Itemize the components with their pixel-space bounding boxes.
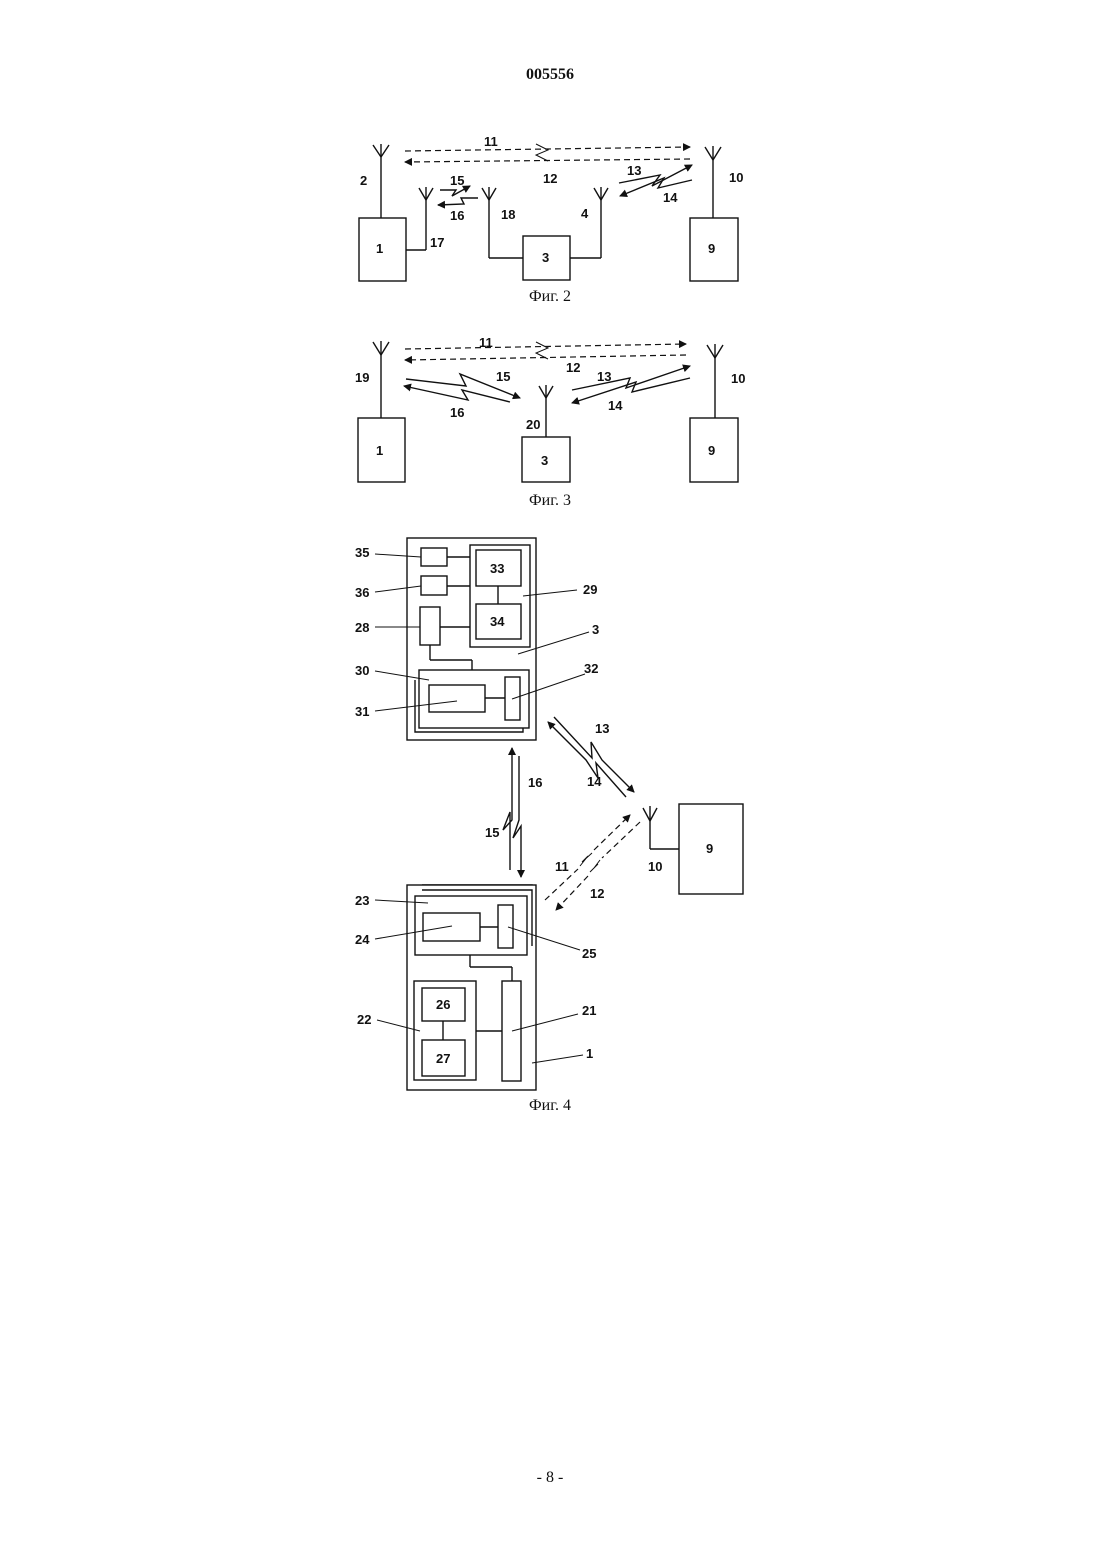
antenna-18 [482,187,523,258]
label-14: 14 [663,190,678,205]
label-4: 4 [581,206,589,221]
link-16 [404,386,510,402]
antenna-10 [705,146,721,218]
label-1: 1 [376,443,383,458]
label-11: 11 [479,335,493,350]
block-21 [502,981,521,1081]
figure-3: 1 3 9 10 11 12 13 14 15 16 19 20 [355,335,745,482]
link-11-b [594,815,630,850]
figure-3-caption: Фиг. 3 [0,492,1100,510]
label-26: 26 [436,997,450,1012]
label-2: 2 [360,173,367,188]
label-1: 1 [586,1046,593,1061]
antenna-2 [373,144,389,218]
label-22: 22 [357,1012,371,1027]
label-16: 16 [450,208,464,223]
link-12-b [556,876,588,910]
block-36 [421,576,447,595]
link-12-break [590,860,600,872]
label-28: 28 [355,620,369,635]
label-13: 13 [597,369,611,384]
antenna-20 [539,385,553,437]
label-12: 12 [590,886,604,901]
label-16: 16 [450,405,464,420]
label-9: 9 [706,841,713,856]
label-13: 13 [595,721,609,736]
label-33: 33 [490,561,504,576]
label-3: 3 [541,453,548,468]
block-31 [429,685,485,712]
label-19: 19 [355,370,369,385]
antenna-17 [406,187,433,250]
label-31: 31 [355,704,369,719]
label-20: 20 [526,417,540,432]
link-16 [503,748,512,870]
figure-4: 1 3 9 10 11 12 13 14 15 16 21 22 23 24 2… [355,538,743,1090]
label-18: 18 [501,207,515,222]
label-32: 32 [584,661,598,676]
label-13: 13 [627,163,641,178]
label-10: 10 [731,371,745,386]
label-17: 17 [430,235,444,250]
page-number: - 8 - [0,1469,1100,1487]
label-35: 35 [355,545,369,560]
figure-2: 1 2 3 4 9 10 11 12 13 14 15 16 17 18 [359,134,743,281]
label-25: 25 [582,946,596,961]
link-break-mark [536,144,548,161]
link-break-mark [536,342,548,359]
block-35 [421,548,447,566]
link-11-break [580,853,592,866]
label-9: 9 [708,443,715,458]
label-24: 24 [355,932,370,947]
block-24 [423,913,480,941]
antenna-10 [707,344,723,418]
label-11: 11 [484,134,498,149]
label-21: 21 [582,1003,596,1018]
label-12: 12 [543,171,557,186]
label-16: 16 [528,775,542,790]
label-1: 1 [376,241,383,256]
label-27: 27 [436,1051,450,1066]
label-36: 36 [355,585,369,600]
figure-2-caption: Фиг. 2 [0,288,1100,306]
label-15: 15 [485,825,499,840]
link-14 [572,378,690,403]
antenna-10 [643,806,679,849]
link-13 [572,366,690,390]
label-11: 11 [555,859,569,874]
figure-4-caption: Фиг. 4 [0,1097,1100,1115]
label-10: 10 [648,859,662,874]
label-3: 3 [542,250,549,265]
label-30: 30 [355,663,369,678]
label-14: 14 [608,398,623,413]
label-34: 34 [490,614,505,629]
label-12: 12 [566,360,580,375]
label-15: 15 [450,173,464,188]
label-3: 3 [592,622,599,637]
block-28 [420,607,440,645]
label-29: 29 [583,582,597,597]
antenna-19 [373,341,389,418]
label-14: 14 [587,774,602,789]
link-12-a [602,822,640,858]
label-15: 15 [496,369,510,384]
antenna-4 [570,187,608,258]
block-25 [498,905,513,948]
link-15 [513,756,521,877]
label-23: 23 [355,893,369,908]
label-10: 10 [729,170,743,185]
label-9: 9 [708,241,715,256]
link-16 [438,198,478,205]
